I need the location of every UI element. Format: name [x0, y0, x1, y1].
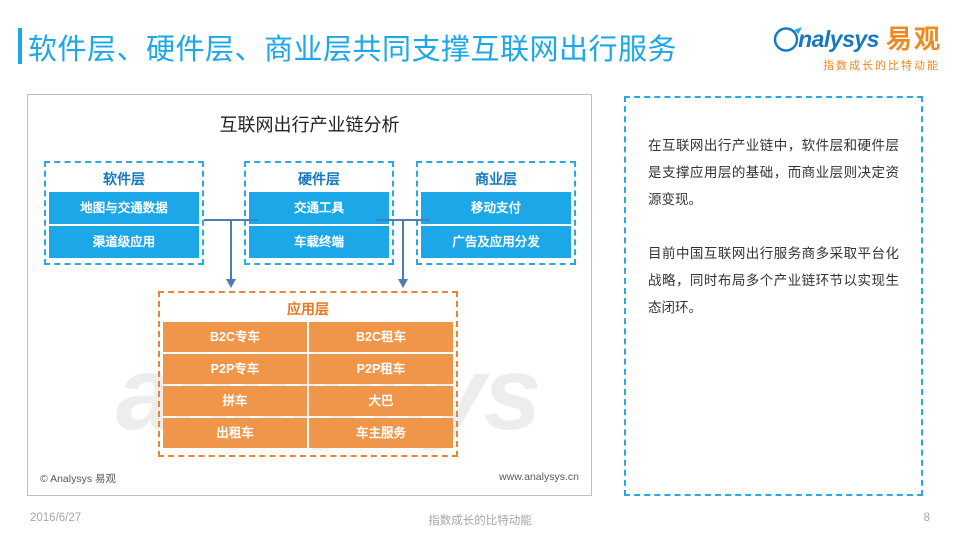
commentary-paragraph: 目前中国互联网出行服务商多采取平台化战略，同时布局多个产业链环节以实现生态闭环。 [648, 246, 899, 315]
chart-panel: analysys 互联网出行产业链分析 软件层 地图与交通数据 渠道级应用 硬件… [27, 94, 592, 496]
layer-cell: 车载终端 [249, 226, 389, 258]
commentary-panel: 在互联网出行产业链中，软件层和硬件层是支撑应用层的基础，而商业层则决定资源变现。… [624, 96, 923, 496]
connector-vertical-bar [402, 219, 404, 281]
layer-group-application: 应用层 B2C专车 B2C租车 P2P专车 P2P租车 拼车 大巴 出租车 车主… [158, 291, 458, 457]
app-cell: B2C租车 [309, 322, 453, 352]
app-cell: 车主服务 [309, 418, 453, 448]
analysys-circle-icon [773, 26, 803, 53]
footer-page-number: 8 [923, 512, 930, 524]
logo-tagline: 指数成长的比特动能 [823, 60, 940, 72]
logo-text-chinese: 易观 [885, 24, 942, 54]
title-accent-bar [18, 28, 22, 64]
layer-cell: 移动支付 [421, 192, 571, 224]
layer-cell: 交通工具 [249, 192, 389, 224]
logo-text-english: nalysys [798, 25, 879, 52]
app-cell: 大巴 [309, 386, 453, 416]
page-title: 软件层、硬件层、商业层共同支撑互联网出行服务 [28, 34, 678, 66]
layer-heading-business: 商业层 [475, 171, 517, 187]
slide-header: 软件层、硬件层、商业层共同支撑互联网出行服务 nalysys 易观 指数成长的比… [0, 0, 960, 90]
application-items-grid: B2C专车 B2C租车 P2P专车 P2P租车 拼车 大巴 出租车 车主服务 [163, 322, 453, 448]
connector-arrowhead-icon [226, 279, 236, 288]
footer-date: 2016/6/27 [30, 512, 82, 524]
app-cell: P2P租车 [309, 354, 453, 384]
app-cell: P2P专车 [163, 354, 307, 384]
connector-vertical-bar [230, 219, 232, 281]
brand-logo: nalysys 易观 指数成长的比特动能 [772, 24, 942, 73]
layer-group-software: 软件层 地图与交通数据 渠道级应用 [44, 161, 204, 265]
connector-arrowhead-icon [398, 279, 408, 288]
app-cell: 出租车 [163, 418, 307, 448]
app-cell: B2C专车 [163, 322, 307, 352]
layer-cell: 广告及应用分发 [421, 226, 571, 258]
layer-cell: 地图与交通数据 [49, 192, 199, 224]
layer-group-hardware: 硬件层 交通工具 车载终端 [244, 161, 394, 265]
footer-slogan: 指数成长的比特动能 [428, 515, 532, 527]
layer-cell: 渠道级应用 [49, 226, 199, 258]
chart-copyright: © Analysys 易观 [40, 473, 117, 485]
layer-heading-application: 应用层 [287, 301, 329, 317]
app-cell: 拼车 [163, 386, 307, 416]
connector-arrow-down [204, 219, 262, 289]
layer-heading-hardware: 硬件层 [298, 171, 340, 187]
layer-group-business: 商业层 移动支付 广告及应用分发 [416, 161, 576, 265]
connector-arrow-down [376, 219, 434, 289]
chart-title: 互联网出行产业链分析 [219, 115, 400, 135]
commentary-paragraph: 在互联网出行产业链中，软件层和硬件层是支撑应用层的基础，而商业层则决定资源变现。 [648, 138, 899, 207]
chart-url: www.analysys.cn [499, 471, 579, 483]
chart-footer: © Analysys 易观 www.analysys.cn [28, 471, 591, 487]
page-footer: 2016/6/27 指数成长的比特动能 8 [0, 512, 960, 536]
layer-heading-software: 软件层 [103, 171, 145, 187]
